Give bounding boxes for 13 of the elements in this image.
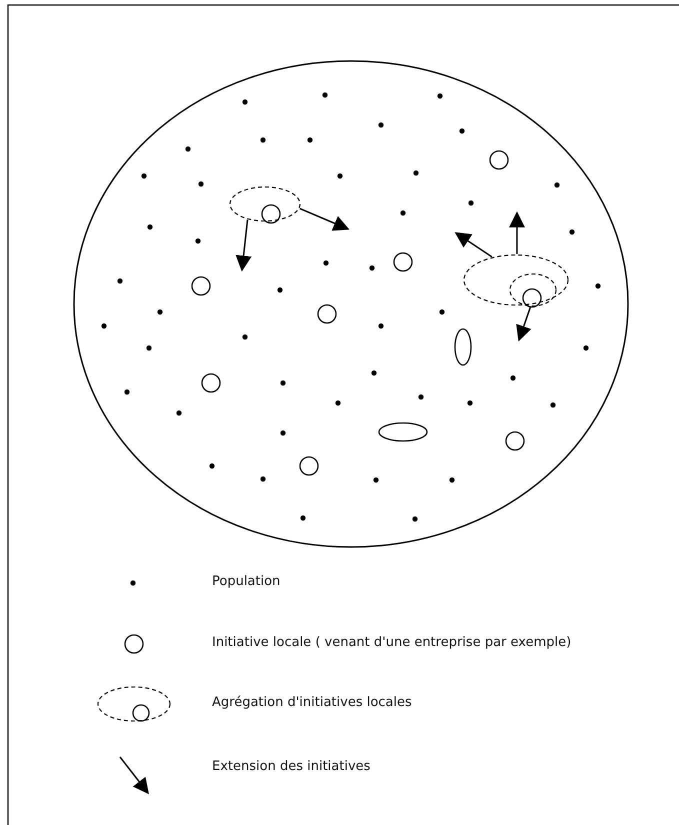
arrow — [300, 208, 350, 231]
population-circle — [73, 60, 629, 548]
aggregation-ellipse — [509, 273, 557, 307]
legend-text: Initiative locale ( venant d'une entreprise par exemple) — [212, 635, 572, 650]
arrow — [516, 306, 532, 342]
aggregation-ellipse — [229, 186, 301, 222]
aggregation-ellipse — [463, 254, 569, 306]
arrow — [508, 211, 525, 254]
arrow — [236, 220, 252, 272]
legend-text: Agrégation d'initiatives locales — [212, 695, 412, 710]
legend-text: Extension des initiatives — [212, 759, 370, 774]
arrow — [454, 232, 492, 258]
legend-text: Population — [212, 574, 280, 589]
